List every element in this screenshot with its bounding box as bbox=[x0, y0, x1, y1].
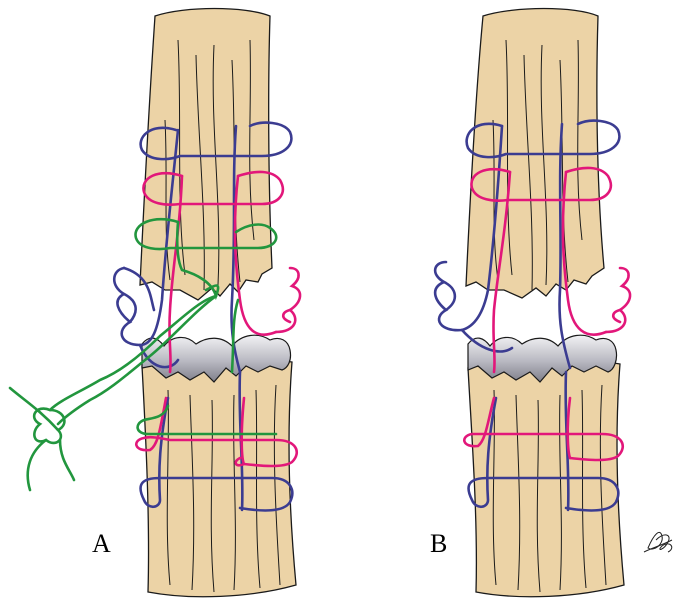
panel-label-a: A bbox=[92, 529, 111, 558]
artist-signature-icon bbox=[643, 532, 673, 553]
green-suture-a bbox=[8, 217, 278, 492]
pink-suture-b bbox=[463, 166, 632, 462]
fibres-lower-a bbox=[166, 384, 281, 593]
panel-label-b: B bbox=[430, 529, 447, 558]
panel-b bbox=[433, 7, 632, 598]
upper-bone-a bbox=[139, 7, 273, 301]
fibres-upper-b bbox=[492, 39, 583, 291]
cartilage-a bbox=[141, 334, 292, 383]
pink-suture-a bbox=[135, 170, 302, 468]
panel-a bbox=[8, 7, 302, 598]
